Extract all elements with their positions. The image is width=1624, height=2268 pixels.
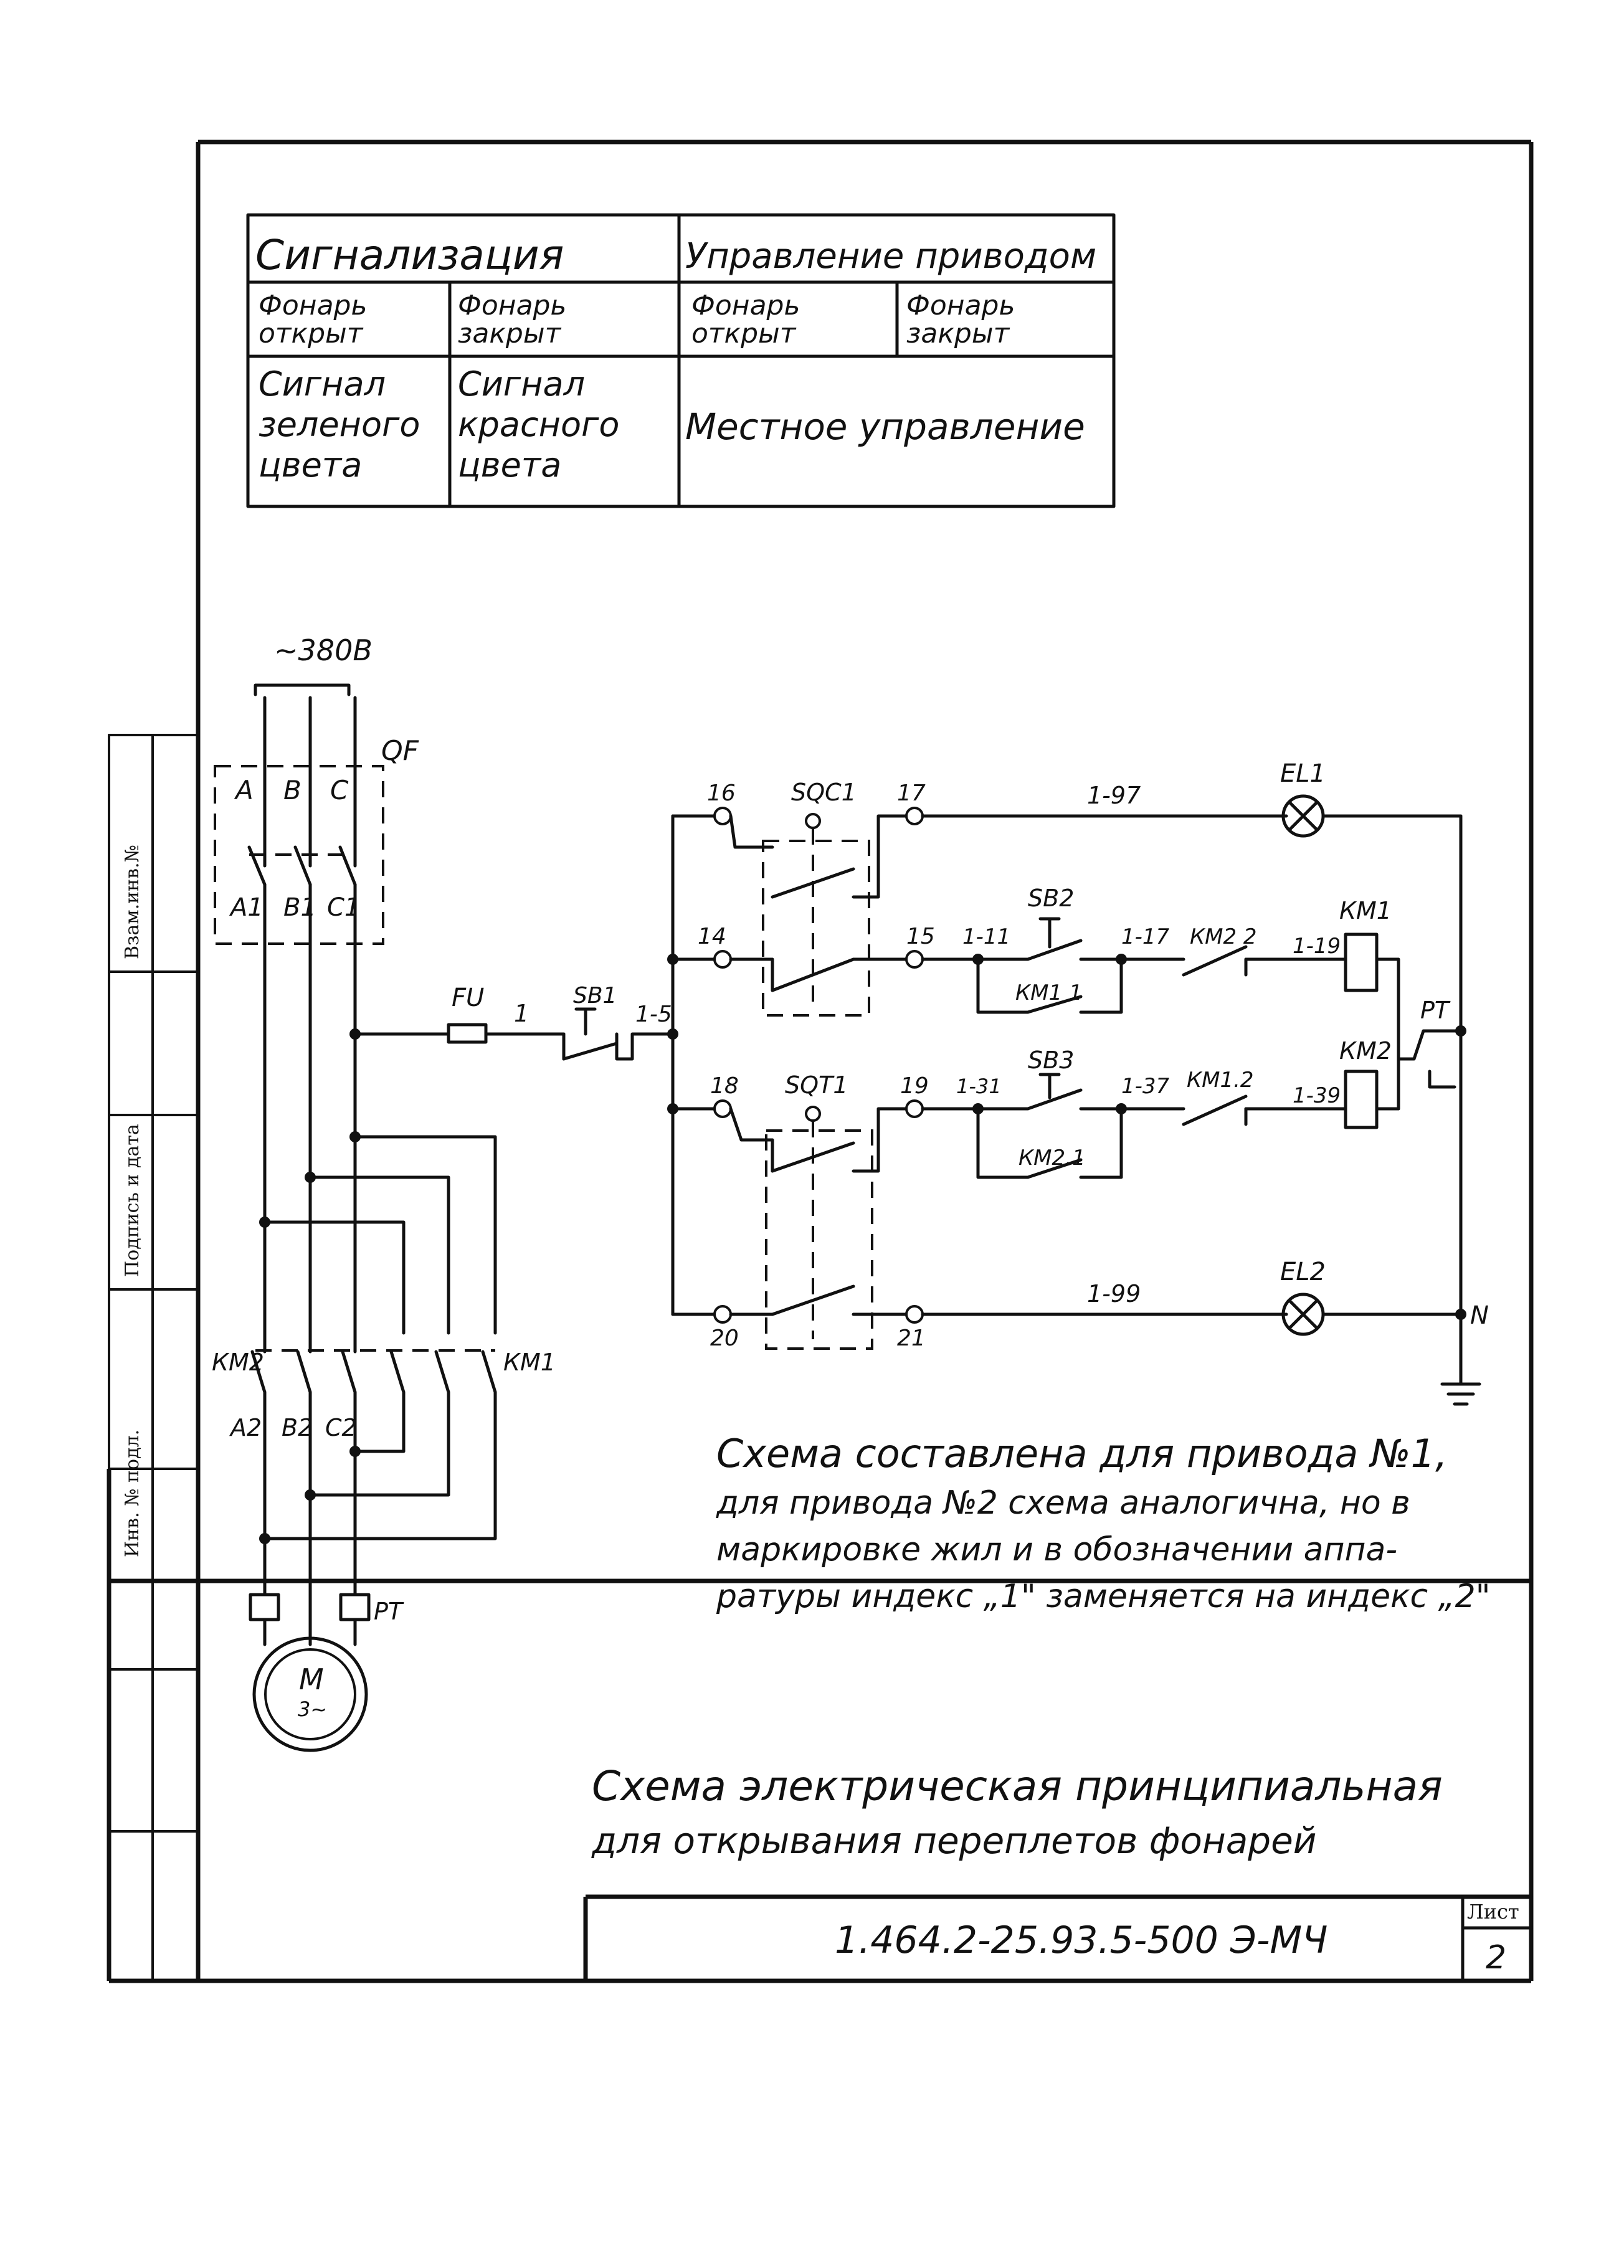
- motor-label: М: [299, 1663, 324, 1696]
- stub-lower-lines: [108, 1580, 199, 1982]
- motor-sub-label: 3~: [298, 1697, 327, 1721]
- wire-1-37-label: 1-37: [1121, 1074, 1170, 1099]
- pt-label: РТ: [1420, 997, 1451, 1024]
- phase-b: B: [283, 775, 302, 805]
- term-21: 21: [897, 1326, 926, 1351]
- km2-2-label: КМ2 2: [1190, 924, 1257, 949]
- sheet-frame: [109, 140, 1534, 1583]
- note-line3: маркировке жил и в обозначении аппа-: [716, 1531, 1397, 1568]
- km1-1-label: КМ1 1: [1015, 980, 1083, 1005]
- stub-podpis: Подпись и дата: [121, 1124, 143, 1277]
- km1-2-label: КМ1.2: [1187, 1068, 1254, 1093]
- note: Схема составлена для привода №1, для при…: [716, 1431, 1491, 1615]
- phase-c: C: [330, 775, 349, 805]
- fuse-symbol: [447, 1023, 488, 1044]
- table-header-control: Управление приводом: [685, 236, 1096, 277]
- table-header-signal: Сигнализация: [255, 231, 564, 279]
- el2-label: EL2: [1280, 1258, 1326, 1286]
- km1-main-label: КМ1: [503, 1349, 556, 1376]
- term-20: 20: [710, 1326, 739, 1351]
- term-19: 19: [900, 1073, 929, 1099]
- wire-1-19-label: 1-19: [1293, 934, 1341, 959]
- fu-label: FU: [452, 984, 484, 1012]
- binding-stub: Инв. № подл. Подпись и дата Взам.инв.№: [107, 734, 199, 1582]
- sb3-label: SB3: [1028, 1046, 1074, 1074]
- phase-a1: A1: [229, 893, 264, 922]
- pt-motor-label: РТ: [374, 1598, 404, 1625]
- sb1-label: SB1: [573, 983, 617, 1008]
- sheet-number: 2: [1486, 1939, 1506, 1976]
- doc-number: 1.464.2-25.93.5-500 Э-МЧ: [835, 1919, 1327, 1962]
- motor-symbol: [252, 1636, 368, 1752]
- wire-1-97-label: 1-97: [1087, 782, 1141, 809]
- term-17: 17: [897, 781, 926, 806]
- caption-line1: Схема электрическая принципиальная: [592, 1762, 1443, 1810]
- note-line2: для привода №2 схема аналогична, но в: [716, 1484, 1410, 1522]
- wire-1-17-label: 1-17: [1121, 924, 1170, 949]
- sheet-label: Лист: [1467, 1900, 1519, 1924]
- wire-1-label: 1: [514, 1000, 529, 1027]
- qf-label: QF: [381, 735, 419, 767]
- km2-1-label: КМ2.1: [1019, 1146, 1086, 1170]
- supply-label: ~380В: [274, 633, 373, 667]
- km1-coil: [1344, 932, 1379, 992]
- phase-a2: A2: [229, 1414, 262, 1441]
- term-14: 14: [698, 924, 726, 949]
- neutral-label: N: [1470, 1301, 1489, 1330]
- wire-1-99-label: 1-99: [1087, 1280, 1141, 1307]
- phase-b2: B2: [282, 1414, 313, 1441]
- el1-label: EL1: [1280, 759, 1326, 788]
- power-circuit: ~380В QF A B C A1 B1 C1 КМ2: [212, 633, 556, 1752]
- note-line1: Схема составлена для привода №1,: [716, 1431, 1448, 1476]
- table-cell3: Местное управление: [685, 406, 1085, 448]
- caption-line2: для открывания переплетов фонарей: [591, 1820, 1316, 1862]
- stub-vzam: Взам.инв.№: [121, 845, 143, 959]
- km1-coil-label: КМ1: [1339, 897, 1392, 924]
- km2-coil-label: КМ2: [1339, 1037, 1392, 1065]
- wire-1-5-label: 1-5: [635, 1002, 672, 1027]
- wire-1-11-label: 1-11: [962, 924, 1010, 949]
- phase-a: A: [234, 775, 254, 805]
- phase-c2: C2: [325, 1414, 357, 1441]
- term-16: 16: [707, 781, 736, 806]
- term-18: 18: [710, 1073, 739, 1099]
- note-line4: ратуры индекс „1" заменяется на индекс „…: [716, 1578, 1491, 1615]
- stub-inv-podl: Инв. № подл.: [121, 1430, 143, 1557]
- sqt1-label: SQT1: [785, 1071, 848, 1099]
- title-block: 1.464.2-25.93.5-500 Э-МЧ Лист 2: [107, 1581, 1534, 1983]
- term-15: 15: [906, 924, 935, 949]
- sqc1-label: SQC1: [791, 779, 857, 806]
- control-circuit: FU 1 SB1 1-5 16 SQC1 17 1-97 EL1: [349, 759, 1489, 1406]
- caption: Схема электрическая принципиальная для о…: [591, 1762, 1443, 1862]
- wire-1-31-label: 1-31: [956, 1075, 1002, 1098]
- sb2-label: SB2: [1028, 885, 1074, 912]
- wire-1-39-label: 1-39: [1293, 1083, 1341, 1108]
- km2-coil: [1344, 1070, 1379, 1129]
